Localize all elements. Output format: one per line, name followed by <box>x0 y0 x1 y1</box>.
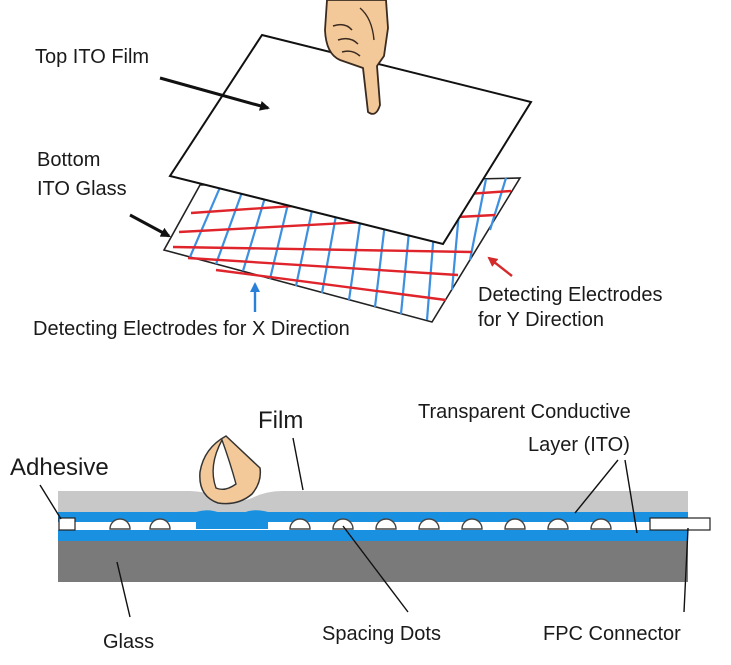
top-ito-layer <box>58 511 688 522</box>
adhesive-leader <box>39 484 62 520</box>
conductive-layer-label-line2: Layer (ITO) <box>528 434 630 456</box>
film-label: Film <box>258 407 303 434</box>
pointing-finger-icon <box>324 0 389 115</box>
bottom-ito-glass-label-line1: Bottom <box>37 149 100 171</box>
spacing-dots-leader <box>342 525 409 613</box>
cross-section <box>58 491 711 582</box>
top-ito-film <box>168 33 533 246</box>
film-layer <box>58 491 688 512</box>
top-ito-film-label: Top ITO Film <box>35 46 149 68</box>
glass-layer <box>58 540 688 582</box>
bottom-glass-arrow <box>129 213 171 238</box>
air-gap <box>58 521 688 530</box>
contact-point <box>196 510 268 529</box>
bottom-ito-layer <box>58 529 688 541</box>
glass-leader <box>116 561 131 618</box>
fpc-connector <box>649 517 711 531</box>
adhesive-label: Adhesive <box>10 454 109 481</box>
y-electrodes-label-line2: for Y Direction <box>478 309 604 331</box>
film-leader <box>292 437 304 491</box>
bottom-ito-glass-label-line2: ITO Glass <box>37 178 127 200</box>
glass-label: Glass <box>103 631 154 653</box>
x-electrodes-label: Detecting Electrodes for X Direction <box>33 318 350 340</box>
pressing-finger-icon <box>199 435 262 505</box>
y-electrodes-label-line1: Detecting Electrodes <box>478 284 663 306</box>
spacing-dots-label: Spacing Dots <box>322 623 441 645</box>
ito-leader-top <box>574 459 619 514</box>
ito-leader-bottom <box>624 459 638 534</box>
top-film-arrow <box>159 76 270 111</box>
adhesive <box>58 517 76 531</box>
fpc-leader <box>683 527 689 613</box>
spacing-dots <box>109 518 612 530</box>
conductive-layer-label-line1: Transparent Conductive <box>418 401 631 423</box>
y-electrode-arrow <box>487 256 513 277</box>
fpc-connector-label: FPC Connector <box>543 623 681 645</box>
